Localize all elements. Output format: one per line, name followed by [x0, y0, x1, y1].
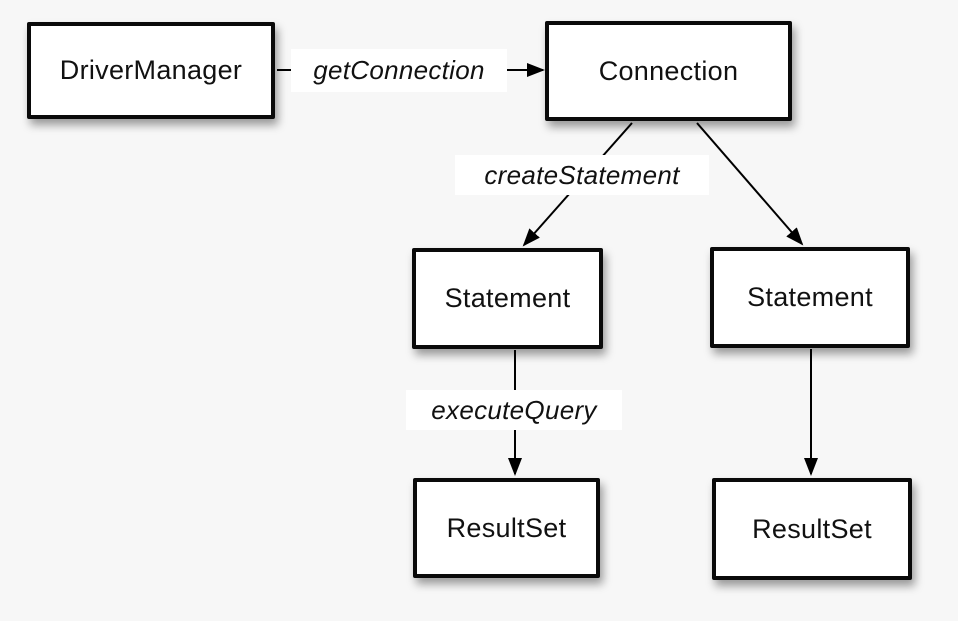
- node-label: ResultSet: [752, 513, 872, 544]
- node-label: Connection: [598, 55, 739, 86]
- node-connection: Connection: [545, 21, 792, 121]
- edge-label-executequery: executeQuery: [406, 390, 622, 430]
- node-resultset-right: ResultSet: [712, 478, 912, 580]
- node-label: DriverManager: [59, 55, 243, 85]
- node-label: Statement: [747, 282, 873, 312]
- node-statement-left: Statement: [412, 248, 603, 349]
- node-label: Statement: [444, 283, 571, 313]
- node-statement-right: Statement: [710, 247, 910, 348]
- edge-label-getconnection: getConnection: [291, 49, 507, 92]
- edge-label-createstatement: createStatement: [455, 155, 709, 195]
- node-label: ResultSet: [446, 512, 567, 543]
- node-resultset-left: ResultSet: [413, 478, 600, 578]
- node-drivermanager: DriverManager: [27, 22, 275, 119]
- edge-connection-to-statement-right-arrow: [696, 122, 804, 246]
